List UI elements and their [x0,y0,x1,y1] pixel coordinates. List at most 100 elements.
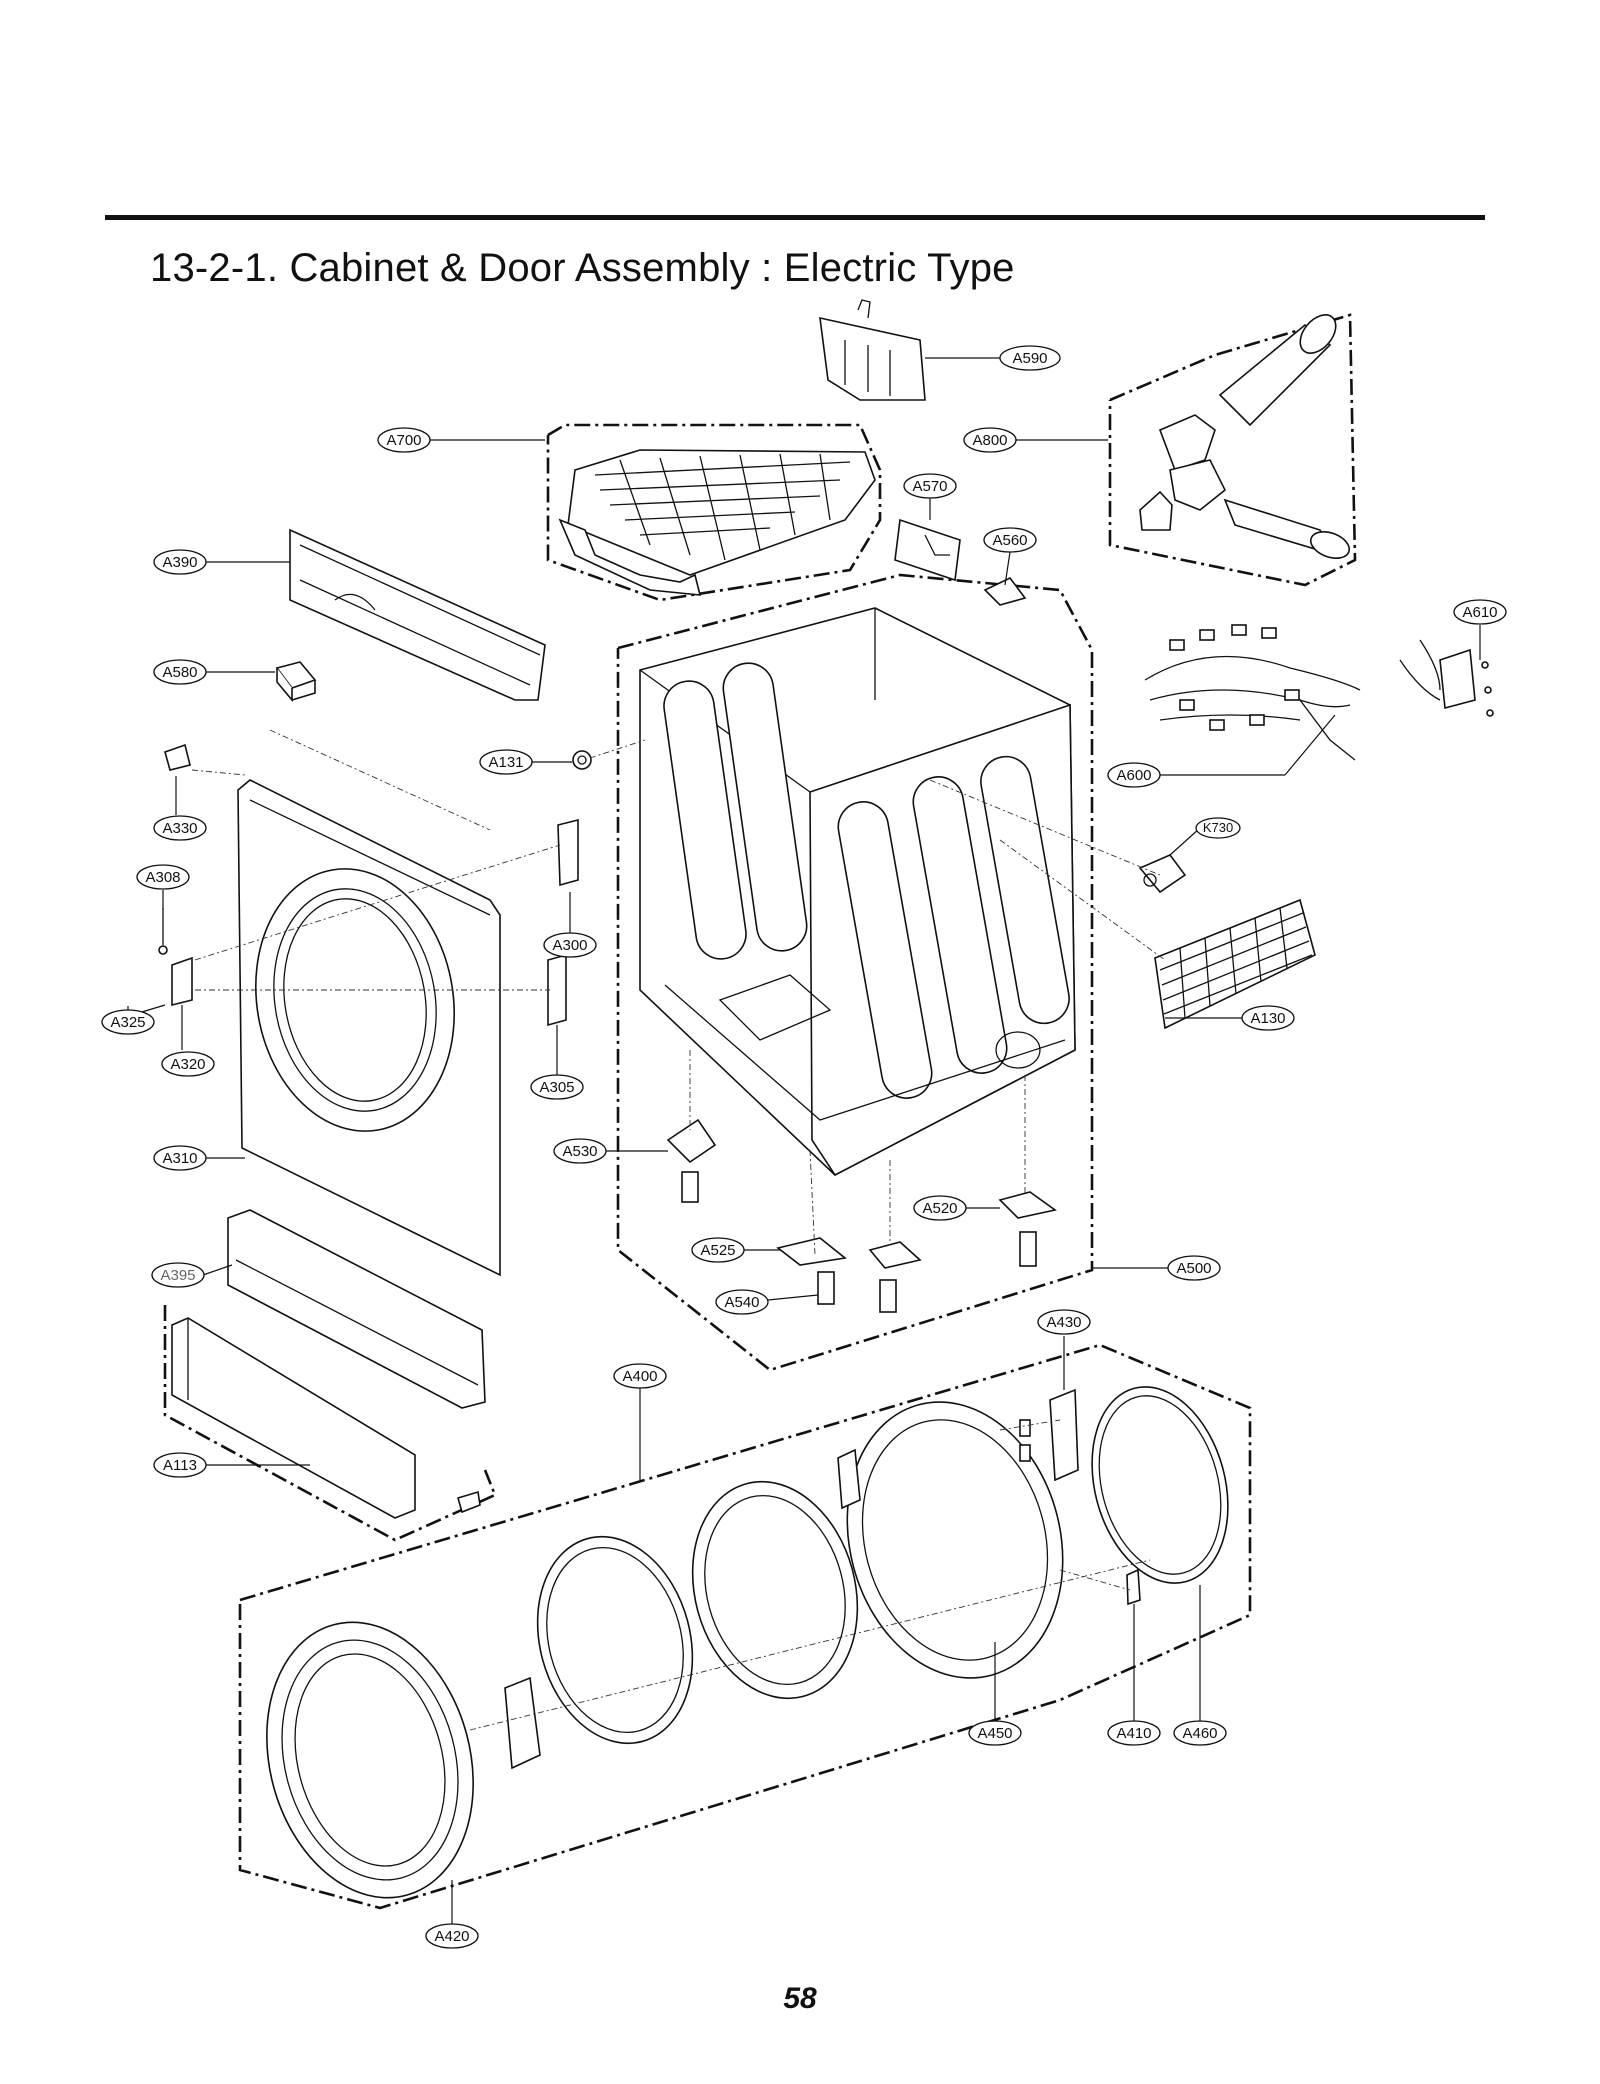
part-door-glass-inner [691,1480,859,1700]
leader-lines [127,357,1481,1924]
svg-text:A700: A700 [386,432,421,449]
label-k730: K730 [1195,817,1241,839]
label-a600: A600 [1107,762,1161,788]
part-a525-bracket [776,1237,847,1266]
part-a300-hinge [557,818,579,887]
svg-text:A130: A130 [1250,1010,1285,1027]
group-boundary-a700 [546,423,882,602]
part-a310-front-panel [237,779,501,1277]
page-number: 58 [783,1982,817,2015]
svg-text:A390: A390 [162,554,197,571]
label-a800: A800 [963,427,1017,453]
part-a600-harness [1144,624,1361,761]
label-a400: A400 [613,1363,667,1389]
svg-text:A305: A305 [539,1079,574,1096]
svg-text:A430: A430 [1046,1314,1081,1331]
label-a570: A570 [903,473,957,499]
label-a700: A700 [377,427,431,453]
page-title: 13-2-1. Cabinet & Door Assembly : Electr… [150,246,1015,290]
label-a410: A410 [1107,1720,1161,1746]
part-a570-plate [894,518,961,582]
part-a113-kick-panel [171,1317,481,1519]
label-a325: A325 [101,1009,155,1035]
part-a390-rail [289,528,546,701]
part-a320-hinge-plate [171,956,193,1007]
label-a310: A310 [153,1145,207,1171]
label-a420: A420 [425,1923,479,1949]
svg-text:A450: A450 [977,1725,1012,1742]
svg-text:A560: A560 [992,532,1027,549]
label-a500: A500 [1167,1255,1221,1281]
part-a420-door-rim [266,1621,474,1899]
label-a460: A460 [1173,1720,1227,1746]
part-a580-box [275,661,317,703]
svg-text:A300: A300 [552,937,587,954]
group-boundary-a400 [238,1343,1252,1910]
svg-text:A525: A525 [700,1242,735,1259]
label-a395: A395 [151,1262,205,1288]
svg-text:A500: A500 [1176,1260,1211,1277]
svg-text:A320: A320 [170,1056,205,1073]
label-a320: A320 [161,1051,215,1077]
header-rule [105,215,1485,220]
svg-text:A590: A590 [1012,350,1047,367]
alignment-lines [191,729,1166,1731]
part-a130-grille [1154,898,1316,1030]
label-a580: A580 [153,659,207,685]
svg-text:A330: A330 [162,820,197,837]
part-a540-foot [817,1241,922,1313]
svg-text:A800: A800 [972,432,1007,449]
part-a800-duct [1139,314,1351,559]
label-a525: A525 [691,1237,745,1263]
label-a130: A130 [1241,1005,1295,1031]
svg-text:A610: A610 [1462,604,1497,621]
svg-text:A310: A310 [162,1150,197,1167]
part-a305-hinge [547,953,567,1027]
part-a500-cabinet [639,607,1076,1177]
svg-text:A580: A580 [162,664,197,681]
label-a520: A520 [913,1195,967,1221]
label-a530: A530 [553,1138,607,1164]
svg-text:A420: A420 [434,1928,469,1945]
label-a308: A308 [136,864,190,890]
part-a460-gasket [1091,1386,1229,1584]
part-k730-valve [1138,854,1187,894]
part-a410-striker [1126,1568,1141,1606]
label-a590: A590 [999,345,1061,371]
svg-text:A460: A460 [1182,1725,1217,1742]
label-a300: A300 [543,932,597,958]
svg-text:A540: A540 [724,1294,759,1311]
svg-text:A520: A520 [922,1200,957,1217]
part-door-lock-bracket [837,1448,861,1510]
group-boundary-a800 [1108,313,1357,587]
label-a113: A113 [153,1452,207,1478]
part-a590-bracket [819,299,926,401]
label-a450: A450 [968,1720,1022,1746]
label-a560: A560 [983,527,1037,553]
part-a395-rail [227,1209,486,1409]
svg-text:A410: A410 [1116,1725,1151,1742]
label-a305: A305 [530,1074,584,1100]
part-a530-bracket [666,1118,717,1203]
part-a308-screw [158,908,168,955]
part-a560-clip [983,576,1027,606]
label-a540: A540 [715,1289,769,1315]
group-boundary-a113 [163,1305,497,1542]
part-a330-latch [164,743,191,771]
svg-text:A131: A131 [488,754,523,771]
part-a700-tray [558,449,876,596]
part-a450-door-frame [846,1401,1064,1679]
svg-text:A308: A308 [145,869,180,886]
svg-text:A600: A600 [1116,767,1151,784]
svg-text:A400: A400 [622,1368,657,1385]
part-a430-hinge [1019,1388,1079,1482]
part-a520-bracket [998,1191,1057,1267]
part-a131-knob [572,750,592,770]
label-a131: A131 [479,749,533,775]
label-a330: A330 [153,815,207,841]
svg-text:A113: A113 [163,1457,197,1474]
part-a610-connector [1399,639,1494,717]
label-a390: A390 [153,549,207,575]
svg-text:A570: A570 [912,478,947,495]
